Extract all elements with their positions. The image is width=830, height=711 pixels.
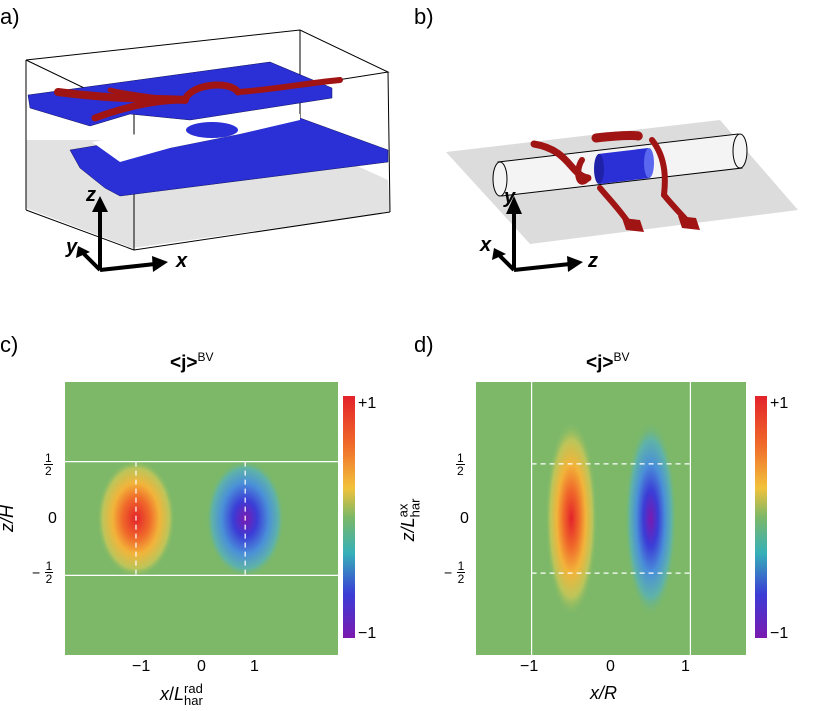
colorbar-c <box>343 396 355 638</box>
c-xlabel-slash: / <box>169 683 175 704</box>
c-xlabel-sub: har <box>184 693 203 708</box>
colorbar-c-min: −1 <box>358 625 377 642</box>
d-ytick-half-num: 1 <box>456 451 465 465</box>
c-ytick-half-den: 2 <box>45 464 52 478</box>
d-xlabel: x/R <box>590 683 617 703</box>
colorbar-d-min: −1 <box>770 625 789 642</box>
central-electrode <box>594 148 654 184</box>
d-xtick-1: 1 <box>681 658 690 675</box>
colorbar-d <box>755 396 767 638</box>
panel-d-title-main: <j> <box>586 352 614 374</box>
axis-x-label-a: x <box>176 250 188 272</box>
axis-z-label-a: z <box>86 184 96 206</box>
d-ytick-neg-sign: − <box>444 564 453 581</box>
coord-axes-b <box>492 196 583 272</box>
central-disk <box>186 122 238 138</box>
panel-b-diagram <box>446 120 798 272</box>
panel-c-title-sup: BV <box>197 350 214 364</box>
c-ytick-neghalf-den: 2 <box>45 572 53 586</box>
c-ytick-half-num: 1 <box>44 451 53 465</box>
d-ylabel-var: z/L <box>398 517 419 542</box>
c-xtick-neg1: −1 <box>132 658 151 675</box>
blob-positive <box>545 420 598 617</box>
panel-c-title-main: <j> <box>170 352 198 374</box>
panel-c-title: <j>BV <box>170 350 214 374</box>
d-ytick-zero: 0 <box>460 510 469 527</box>
panel-d-title-sup: BV <box>613 350 630 364</box>
panel-a-label: a) <box>0 4 20 29</box>
blob-negative <box>624 420 677 617</box>
pad-1 <box>622 218 644 232</box>
pad-2 <box>678 216 700 230</box>
axis-x-label-b: x <box>480 234 492 256</box>
guide-lines-c <box>65 461 338 576</box>
c-xlabel-L: L <box>174 683 185 704</box>
heatmap-c <box>65 382 338 655</box>
electrode-gap <box>92 114 300 162</box>
heatmap-d <box>476 382 746 655</box>
panel-c-label: c) <box>0 332 19 357</box>
c-xlabel-var: x <box>160 683 169 704</box>
panel-b-label: b) <box>414 4 434 29</box>
c-xtick-1: 1 <box>250 658 259 675</box>
c-xtick-0: 0 <box>197 658 206 675</box>
c-ytick-zero: 0 <box>48 510 57 527</box>
d-ytick-half-den: 2 <box>457 464 464 478</box>
d-ytick-neghalf-den: 2 <box>457 572 465 586</box>
c-ytick-neg-sign: − <box>32 564 41 581</box>
d-ytick-neghalf-num: 1 <box>456 559 466 573</box>
coord-axes-a <box>76 196 168 272</box>
red-traces <box>54 77 343 122</box>
c-xlabel-sup: rad <box>184 681 203 696</box>
colorbar-c-max: +1 <box>358 395 377 412</box>
axis-y-label-b: y <box>504 186 516 208</box>
top-electrode <box>27 61 333 127</box>
d-xtick-neg1: −1 <box>520 658 539 675</box>
panel-d-label: d) <box>414 332 434 357</box>
panel-d-title: <j>BV <box>586 350 630 374</box>
c-ylabel: z/H <box>0 505 17 532</box>
colorbar-d-max: +1 <box>770 395 789 412</box>
panel-a-diagram <box>25 29 391 272</box>
axis-y-label-a: y <box>66 236 78 258</box>
guide-lines-d <box>530 382 692 655</box>
c-ytick-neghalf-num: 1 <box>44 559 54 573</box>
d-ylabel-sub: har <box>407 498 423 518</box>
d-xtick-0: 0 <box>606 658 615 675</box>
axis-z-label-b: z <box>588 250 598 272</box>
